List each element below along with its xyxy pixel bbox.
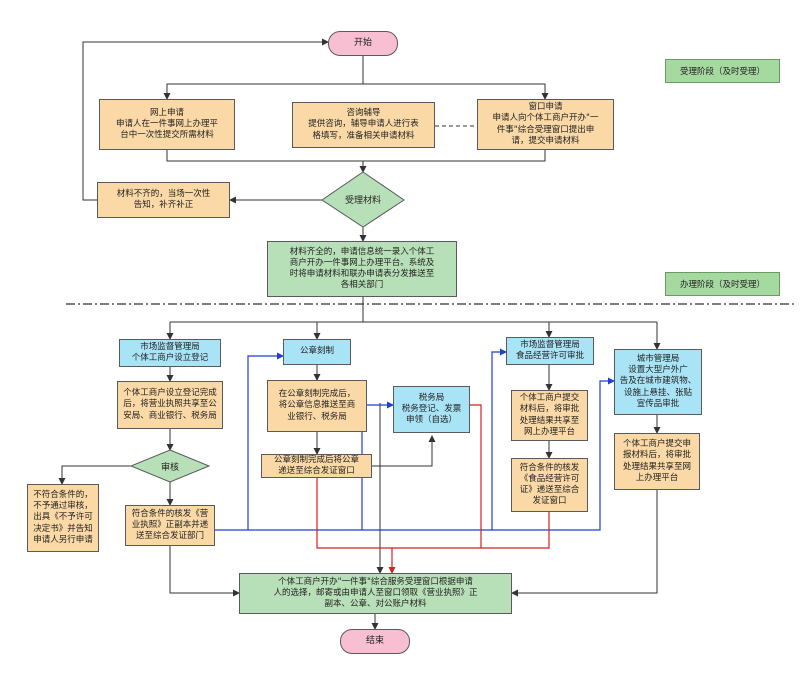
tax-bureau-box: 税务局 税务登记、发票 申领（自选） [393,386,470,433]
food-license-issue-box: 符合条件的核发 《食品经营许可 证》递送至综合 发证窗口 [511,458,588,512]
red-tax [392,404,482,549]
blue-to-seal [215,352,284,531]
accept-decision-label: 受理材料 [344,196,381,206]
edge-start-to-online [163,56,364,100]
city-share-box: 个体工商户提交申 报材料后，将审批 处理结果共享至网 上办理平台 [614,433,700,490]
edge-license-to-final [169,546,240,597]
online-application-box: 网上申请 申请人在一件事网上办理平 台中一次性提交所需材料 [99,99,235,150]
red-seal-deliver [316,478,396,574]
food-share-box: 个体工商户提交 材料后，将审批 处理结果共享至 网上办理平台 [511,390,588,441]
edge-incomplete-loop [82,38,329,201]
incomplete-materials-box: 材料不齐的，当场一次性 告知，补齐补正 [97,182,230,218]
accept-decision-shape [321,171,405,228]
review-decision-shape [129,449,211,483]
food-permit-box: 市场监督管理局 食品经营许可审批 [506,337,594,365]
reject-box: 不符合条件的， 不予通过审核， 出具《不予许可 决定书》并告知 申请人另行申请 [27,484,99,552]
stage-label-accept: 受理阶段（及时受理） [665,59,780,83]
market-registration-box: 市场监督管理局 个体工商户设立登记 [119,339,221,367]
review-decision-label: 审核 [160,462,179,473]
blue-to-food [362,348,507,531]
edge-city-share-to-final [511,490,658,597]
edge-start-to-window [363,83,549,100]
edge-review-to-reject [58,465,132,485]
city-management-box: 城市管理局 设置大型户外广 告及在城市建筑物、 设施上悬挂、张贴 宣传品审批 [614,349,702,415]
end-node: 结束 [340,629,410,654]
blue-to-city [492,377,615,531]
final-service-box: 个体工商户开办"一件事"综合服务受理窗口根据申请 人的选择，邮寄或由申请人至窗口… [239,573,512,614]
start-node: 开始 [328,31,398,56]
complete-materials-box: 材料齐全的，申请信息统一录入个体工 商户开办一件事网上办理平台。系统及 时将申请… [267,241,457,297]
seal-delivery-box: 公章刻制完成后将公章 递送至综合发证窗口 [261,454,372,478]
seal-info-box: 在公章刻制完成后， 将公章信息推送至商 业银行、税务局 [267,380,367,432]
window-application-box: 窗口申请 申请人向个体工商户开办"一 件事"综合受理窗口提出申 请，提交申请材料 [477,99,614,150]
edge-online-down [166,150,546,162]
consult-guidance-box: 咨询辅导 提供咨询，辅导申请人进行表 格填写，准备相关申请材料 [292,102,435,148]
registration-done-box: 个体工商户设立登记完成 后，将营业执照共享至公 安局、商业银行、税务局 [117,381,223,429]
stage-label-handle: 办理阶段（及时受理） [665,272,780,296]
seal-engraving-box: 公章刻制 [283,339,351,365]
license-issue-box: 符合条件的核发《营 业执照》正副本并递 送至综合发证部门 [125,505,215,546]
edge-deliver-to-tax [372,435,436,467]
red-food-issue [481,512,550,549]
